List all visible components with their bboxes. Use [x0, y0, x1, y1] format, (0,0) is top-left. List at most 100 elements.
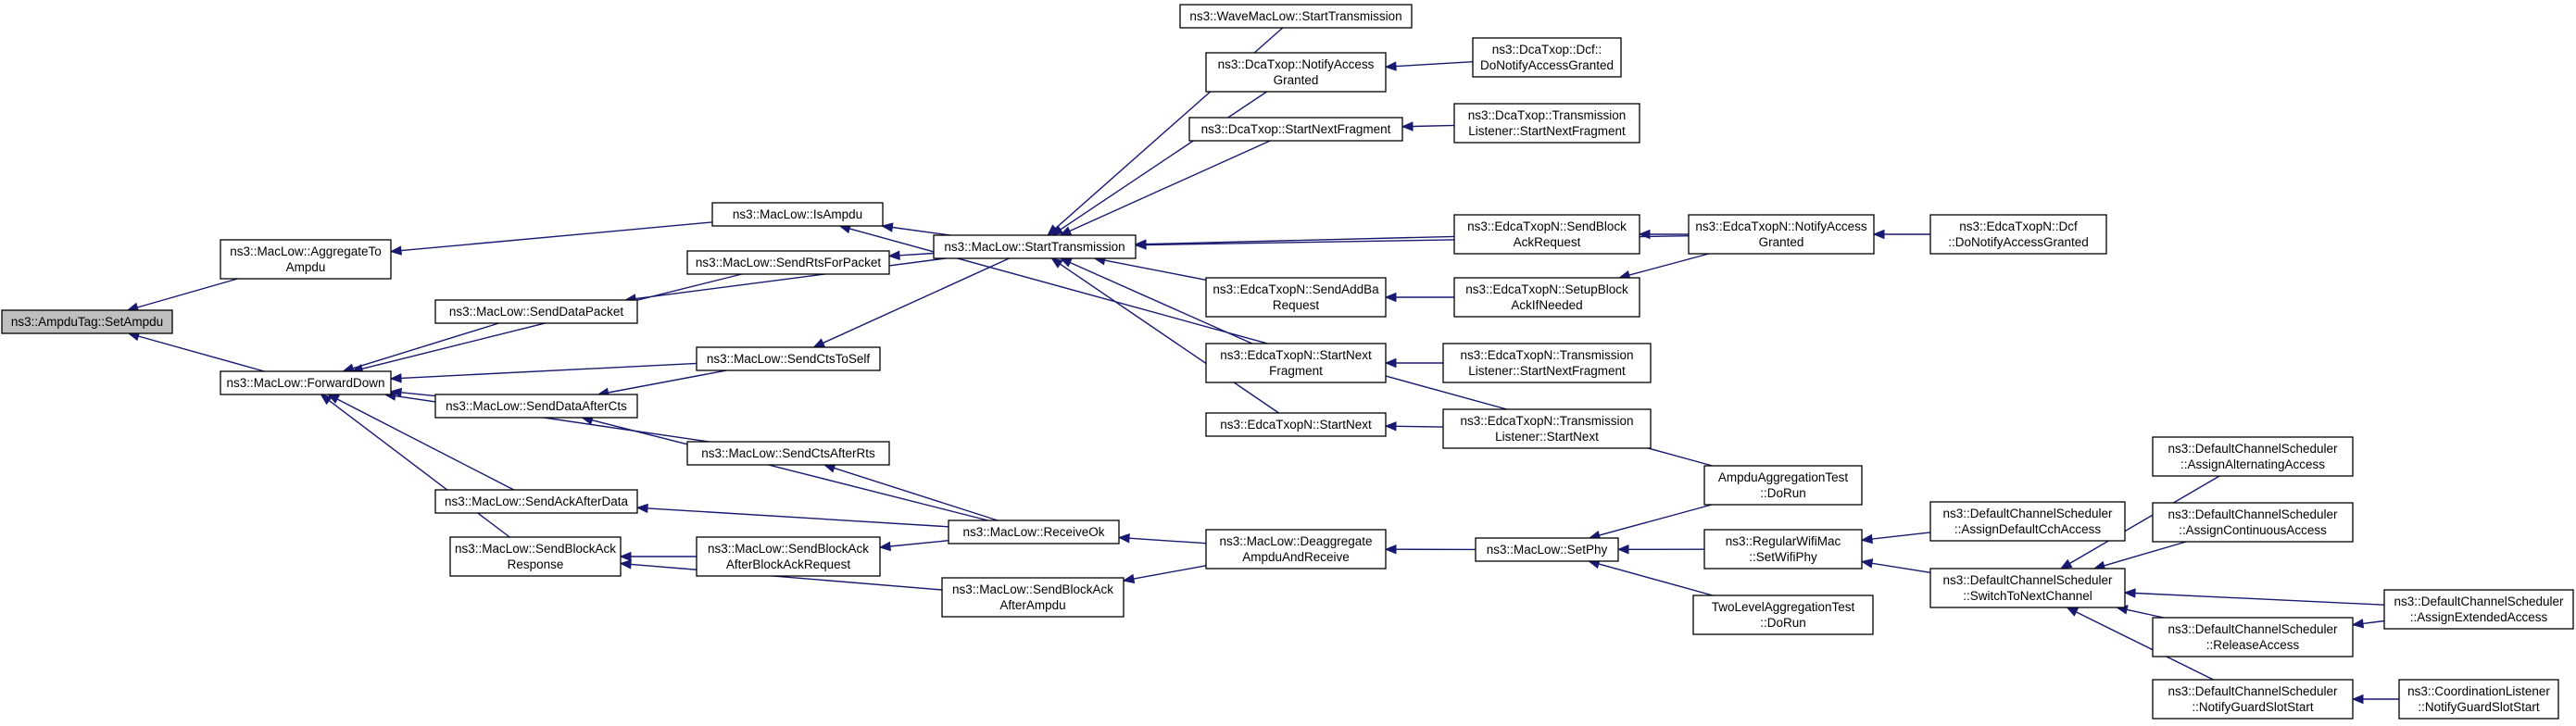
- function-node[interactable]: ns3::RegularWifiMac::SetWifiPhy: [1703, 529, 1863, 570]
- function-node[interactable]: ns3::DcaTxop::StartNextFragment: [1188, 117, 1403, 142]
- function-node[interactable]: ns3::MacLow::SetPhy: [1475, 537, 1619, 562]
- function-node[interactable]: ns3::CoordinationListener::NotifyGuardSl…: [2398, 679, 2559, 720]
- node-label: ::NotifyGuardSlotStart: [2192, 700, 2314, 714]
- edge-line: [1599, 504, 1713, 536]
- function-node-root[interactable]: ns3::AmpduTag::SetAmpdu: [1, 309, 173, 334]
- function-node[interactable]: ns3::EdcaTxopN::Dcf::DoNotifyAccessGrant…: [1929, 214, 2107, 255]
- call-edge: [1638, 229, 1689, 240]
- function-node[interactable]: ns3::EdcaTxopN::StartNextFragment: [1205, 343, 1387, 383]
- node-box: [1442, 343, 1652, 383]
- function-node[interactable]: ns3::MacLow::SendCtsToSelf: [696, 346, 881, 371]
- node-label: ns3::MacLow::SendAckAfterData: [445, 494, 629, 508]
- node-label: ns3::MacLow::SetPhy: [1487, 543, 1608, 557]
- node-box: [220, 239, 392, 280]
- function-node[interactable]: ns3::DefaultChannelScheduler::AssignDefa…: [1929, 501, 2126, 542]
- arrow-head: [1050, 257, 1063, 269]
- call-edge: [887, 250, 935, 261]
- edge-line: [1060, 263, 1279, 414]
- call-edge: [881, 222, 950, 236]
- edge-line: [400, 392, 436, 397]
- call-edge: [812, 257, 1010, 348]
- function-node[interactable]: ns3::MacLow::StartTransmission: [933, 234, 1137, 259]
- function-node[interactable]: ns3::MacLow::SendBlockAckAfterBlockAckRe…: [696, 536, 881, 577]
- node-layer: ns3::AmpduTag::SetAmpdu ns3::MacLow::Aggr…: [1, 4, 2574, 720]
- function-node[interactable]: ns3::MacLow::IsAmpdu: [711, 202, 884, 227]
- function-node[interactable]: ns3::MacLow::SendAckAfterData: [434, 489, 638, 514]
- call-edge: [619, 559, 943, 591]
- node-box: [686, 441, 890, 466]
- call-edge: [1384, 357, 1443, 369]
- node-label: ns3::MacLow::SendBlockAck: [455, 542, 616, 556]
- edge-line: [400, 221, 713, 252]
- node-label: ns3::AmpduTag::SetAmpdu: [11, 315, 163, 329]
- edge-line: [1069, 261, 1253, 344]
- arrow-head: [2351, 694, 2364, 705]
- edge-line: [1871, 562, 1931, 573]
- call-edge: [823, 463, 999, 521]
- node-box: [434, 489, 638, 514]
- function-node[interactable]: ns3::DefaultChannelScheduler::NotifyGuar…: [2152, 679, 2354, 720]
- node-box: [1205, 343, 1387, 383]
- node-box: [2152, 436, 2354, 477]
- function-node[interactable]: ns3::MacLow::SendCtsAfterRts: [686, 441, 890, 466]
- function-node[interactable]: ns3::MacLow::ForwardDown: [220, 370, 392, 395]
- function-node[interactable]: ns3::DefaultChannelScheduler::SwitchToNe…: [1929, 568, 2126, 608]
- function-node[interactable]: ns3::DefaultChannelScheduler::AssignCont…: [2152, 502, 2354, 543]
- node-box: [1205, 277, 1387, 318]
- function-node[interactable]: ns3::MacLow::ReceiveOk: [948, 519, 1120, 544]
- function-node[interactable]: ns3::DefaultChannelScheduler::AssignAlte…: [2152, 436, 2354, 477]
- node-label: ns3::EdcaTxopN::SendBlock: [1467, 219, 1627, 233]
- arrow-head: [1401, 121, 1414, 131]
- node-label: TwoLevelAggregationTest: [1712, 600, 1855, 614]
- function-node[interactable]: ns3::WaveMacLow::StartTransmission: [1179, 4, 1413, 29]
- edge-line: [647, 507, 949, 528]
- node-label: ns3::DefaultChannelScheduler: [1942, 507, 2113, 520]
- arrow-head: [878, 541, 891, 552]
- function-node[interactable]: ns3::EdcaTxopN::StartNext: [1205, 412, 1387, 437]
- node-box: [933, 234, 1137, 259]
- arrow-head: [1384, 292, 1397, 303]
- function-node[interactable]: ns3::DcaTxop::Dcf::DoNotifyAccessGranted: [1472, 37, 1622, 78]
- call-edge: [2059, 475, 2220, 570]
- function-node[interactable]: AmpduAggregationTest::DoRun: [1703, 465, 1863, 506]
- function-node[interactable]: ns3::MacLow::SendDataAfterCts: [434, 394, 638, 419]
- node-box: [220, 370, 392, 395]
- arrow-head: [1860, 533, 1873, 544]
- function-node[interactable]: ns3::DefaultChannelScheduler::AssignExte…: [2383, 589, 2574, 630]
- node-label: ns3::DefaultChannelScheduler: [2168, 622, 2338, 636]
- node-label: DoNotifyAccessGranted: [1480, 58, 1614, 72]
- function-node[interactable]: ns3::EdcaTxopN::NotifyAccessGranted: [1688, 214, 1875, 255]
- edge-line: [892, 226, 950, 236]
- call-edge: [1587, 559, 1714, 596]
- arrow-head: [1872, 229, 1885, 240]
- function-node[interactable]: ns3::EdcaTxopN::TransmissionListener::St…: [1442, 343, 1652, 383]
- node-label: ::SwitchToNextChannel: [1963, 589, 2092, 603]
- node-box: [711, 202, 884, 227]
- edge-line: [1104, 259, 1207, 281]
- function-node[interactable]: ns3::MacLow::SendDataPacket: [434, 299, 638, 324]
- node-box: [2383, 589, 2574, 630]
- edge-line: [2134, 592, 2385, 606]
- edge-line: [2069, 475, 2220, 565]
- edge-line: [591, 419, 988, 521]
- node-label: ns3::MacLow::SendDataPacket: [449, 305, 624, 319]
- node-label: ::ReleaseAccess: [2206, 638, 2300, 652]
- edge-line: [400, 362, 697, 380]
- function-node[interactable]: ns3::EdcaTxopN::TransmissionListener::St…: [1442, 408, 1652, 449]
- function-node[interactable]: ns3::DcaTxop::TransmissionListener::Star…: [1453, 103, 1640, 144]
- function-node[interactable]: ns3::DcaTxop::NotifyAccessGranted: [1205, 52, 1387, 93]
- function-node[interactable]: ns3::MacLow::SendRtsForPacket: [686, 250, 890, 275]
- node-label: ns3::EdcaTxopN::Transmission: [1460, 348, 1633, 362]
- function-node[interactable]: ns3::DefaultChannelScheduler::ReleaseAcc…: [2152, 617, 2354, 657]
- node-box: [1929, 501, 2126, 542]
- edge-line: [630, 563, 943, 591]
- edge-line: [2126, 608, 2164, 619]
- function-node[interactable]: TwoLevelAggregationTest::DoRun: [1692, 595, 1874, 635]
